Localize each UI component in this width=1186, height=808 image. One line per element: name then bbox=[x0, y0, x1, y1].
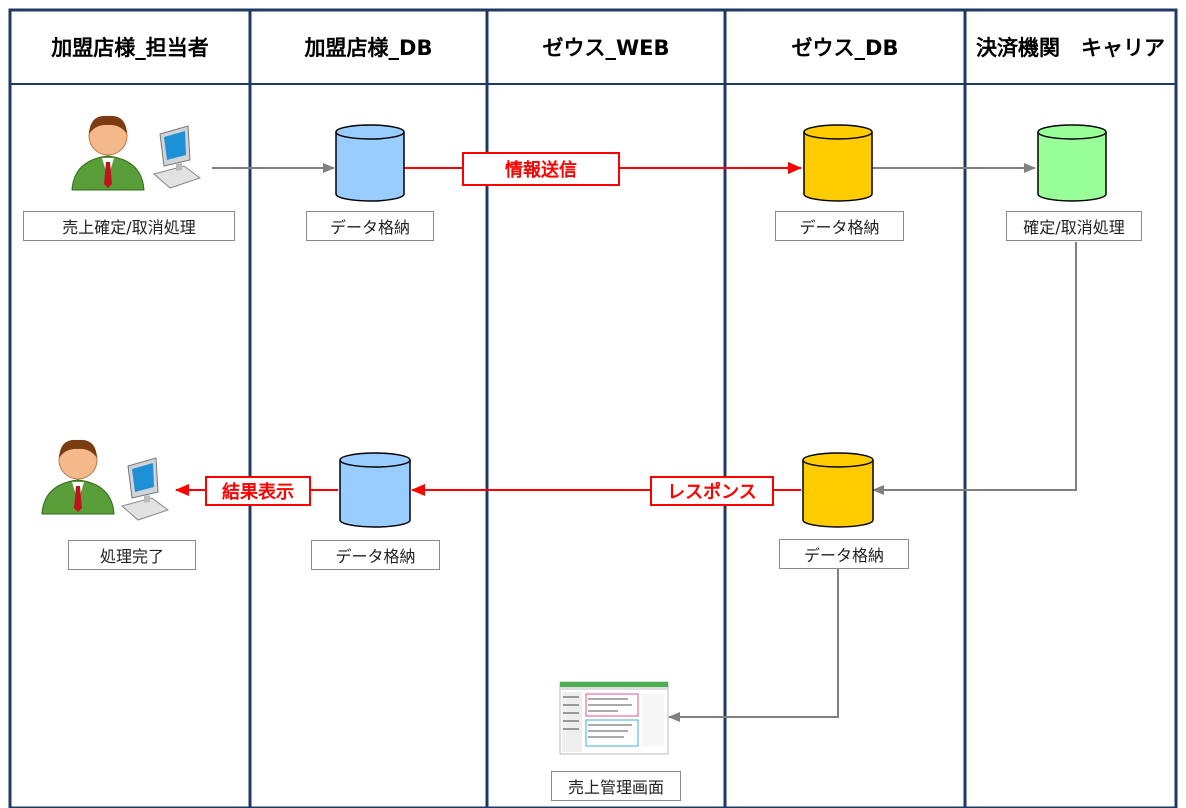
person-icon bbox=[71, 115, 145, 191]
lane-header-zeus-db: ゼウス_DB bbox=[791, 36, 899, 60]
frame-border bbox=[8, 8, 1178, 808]
edge-label-info-send: 情報送信 bbox=[462, 152, 620, 186]
merchant-db-bottom-cylinder-icon bbox=[339, 452, 411, 528]
lane-header-carrier: 決済機関 キャリア bbox=[976, 36, 1165, 60]
node-label-zeus-db-top: データ格納 bbox=[775, 211, 904, 241]
node-label-process-complete: 処理完了 bbox=[68, 540, 196, 570]
node-label-zeus-db-bottom: データ格納 bbox=[779, 539, 909, 569]
arrow-zeus-db-to-screen bbox=[668, 569, 839, 722]
screenshot-thumbnail-icon bbox=[559, 681, 669, 755]
computer-icon bbox=[152, 125, 202, 189]
person-icon bbox=[41, 439, 115, 515]
merchant-db-top-cylinder-icon bbox=[335, 124, 405, 202]
edge-label-result-display: 結果表示 bbox=[205, 476, 311, 506]
node-label-merchant-db-bottom: データ格納 bbox=[311, 540, 440, 570]
zeus-db-bottom-cylinder-icon bbox=[802, 452, 874, 528]
lane-header-merchant-db: 加盟店様_DB bbox=[304, 36, 433, 60]
lane-header-zeus-web: ゼウス_WEB bbox=[542, 36, 670, 60]
node-label-carrier: 確定/取消処理 bbox=[1006, 211, 1142, 241]
node-label-merchant-db-top: データ格納 bbox=[306, 211, 434, 241]
computer-icon bbox=[120, 457, 170, 521]
arrow-carrier-to-zeus-db bbox=[872, 242, 1077, 495]
node-label-sales-screen: 売上管理画面 bbox=[551, 771, 681, 801]
node-label-sales-confirm: 売上確定/取消処理 bbox=[23, 211, 235, 241]
edge-label-response: レスポンス bbox=[650, 476, 774, 506]
carrier-db-cylinder-icon bbox=[1037, 124, 1107, 202]
lane-header-merchant-user: 加盟店様_担当者 bbox=[51, 36, 209, 60]
zeus-db-top-cylinder-icon bbox=[803, 124, 873, 202]
